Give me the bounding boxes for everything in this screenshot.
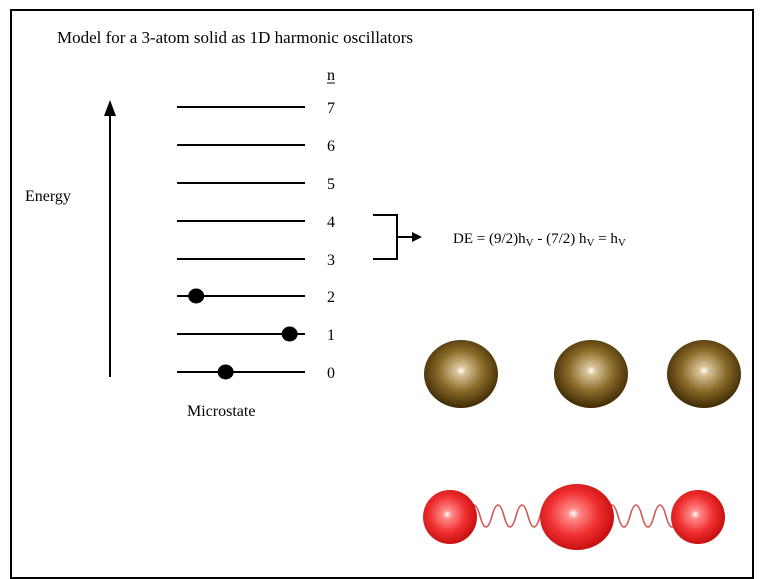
vibrating-atom-left bbox=[423, 490, 477, 544]
diagram-title: Model for a 3-atom solid as 1D harmonic … bbox=[57, 28, 413, 47]
slide-frame bbox=[10, 9, 754, 579]
quantum-number-header: n bbox=[327, 67, 335, 84]
oscillator-dot-level-0 bbox=[217, 364, 234, 380]
energy-axis-arrowhead bbox=[104, 100, 116, 116]
energy-axis-label: Energy bbox=[25, 188, 71, 205]
transition-bracket bbox=[373, 214, 398, 260]
transition-arrowhead bbox=[412, 232, 422, 242]
energy-levels: 0 1 2 3 4 5 6 7 bbox=[177, 100, 335, 382]
level-label-4: 4 bbox=[327, 214, 335, 231]
level-label-1: 1 bbox=[327, 327, 335, 344]
vibrating-atom-right bbox=[671, 490, 725, 544]
level-label-6: 6 bbox=[327, 138, 335, 155]
atom-1 bbox=[424, 340, 498, 408]
level-label-3: 3 bbox=[327, 252, 335, 269]
atom-2 bbox=[554, 340, 628, 408]
vibrating-atom-center bbox=[540, 484, 614, 550]
level-label-2: 2 bbox=[327, 289, 335, 306]
microstate-label: Microstate bbox=[187, 403, 255, 420]
spring-left bbox=[467, 504, 553, 528]
oscillator-dot-level-1 bbox=[281, 326, 298, 342]
oscillator-dot-level-2 bbox=[188, 288, 205, 304]
energy-difference-equation: DE = (9/2)hV - (7/2) hV = hV bbox=[453, 231, 626, 249]
level-label-7: 7 bbox=[327, 100, 335, 117]
level-label-5: 5 bbox=[327, 176, 335, 193]
atom-3 bbox=[667, 340, 741, 408]
level-label-0: 0 bbox=[327, 365, 335, 382]
